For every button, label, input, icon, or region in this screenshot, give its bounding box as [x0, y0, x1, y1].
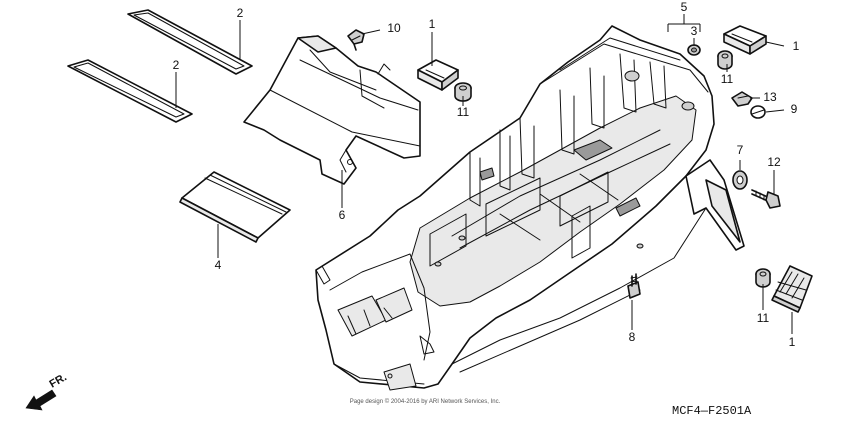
callout-1-mid: 1	[793, 39, 800, 53]
arrow-icon	[25, 389, 57, 411]
callout-11-left: 11	[457, 105, 470, 119]
callout-3: 3	[691, 24, 698, 38]
grommet-part	[687, 44, 701, 56]
bolt-part	[751, 189, 781, 209]
diagram-code: MCF4—F2501A	[672, 404, 752, 418]
callout-2-upper: 2	[237, 6, 244, 20]
bracket-part	[243, 35, 421, 185]
callout-1-top: 1	[429, 17, 436, 31]
nut-part-right	[717, 50, 733, 70]
callout-9: 9	[791, 102, 798, 116]
seal-strip-upper	[127, 9, 253, 75]
cap-part	[750, 105, 766, 119]
callout-2-lower: 2	[173, 58, 180, 72]
rubber-block-part-right	[723, 25, 767, 55]
callout-11-bottom: 11	[757, 311, 770, 325]
washer-part	[732, 170, 748, 190]
reflector-part	[771, 265, 813, 313]
callout-7: 7	[737, 143, 744, 157]
callout-8: 8	[629, 330, 636, 344]
clip-part	[731, 91, 753, 107]
pad-part	[179, 171, 291, 243]
callout-5: 5	[681, 0, 688, 14]
direction-label: FR.	[48, 371, 69, 390]
stud-bolt-part	[627, 273, 641, 299]
rubber-block-part	[417, 59, 459, 91]
callout-12: 12	[767, 155, 781, 169]
screw-part	[347, 29, 365, 51]
callout-11-right: 11	[721, 72, 734, 86]
copyright-notice: Page design © 2004-2016 by ARI Network S…	[350, 398, 501, 405]
callout-1-bottom: 1	[789, 335, 796, 349]
seal-strip-lower	[67, 59, 193, 123]
leader-lines	[175, 14, 793, 334]
callout-10: 10	[387, 21, 401, 35]
callout-4: 4	[215, 258, 222, 272]
callout-labels: 2 2 4 6 10 1 11 5 3 1 11 13 9 7 12 8 11 …	[173, 0, 800, 349]
nut-part-bottom	[755, 268, 771, 288]
callout-13: 13	[763, 90, 777, 104]
rear-fender-body	[315, 25, 745, 391]
callout-6: 6	[339, 208, 346, 222]
front-direction-arrow: FR.	[25, 371, 69, 411]
